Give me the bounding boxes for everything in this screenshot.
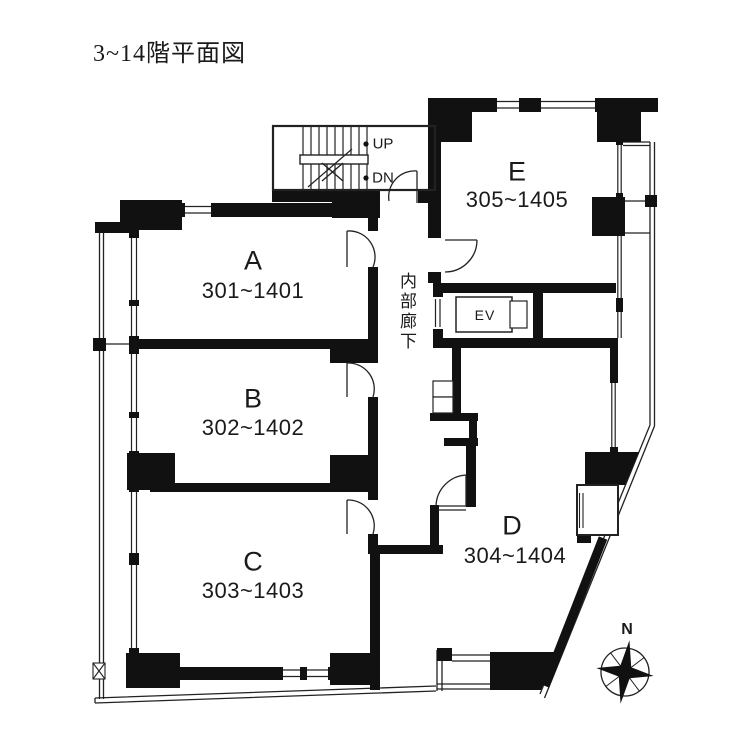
bay-window xyxy=(576,484,619,536)
stairs-up-label: UP xyxy=(372,135,394,153)
door-room-b xyxy=(346,362,375,398)
room-e-letter: E xyxy=(507,156,527,187)
walls xyxy=(93,98,658,690)
room-b-range: 302~1402 xyxy=(201,415,305,440)
room-a-range: 301~1401 xyxy=(201,278,305,303)
door-room-e xyxy=(444,239,478,273)
down-marker-dot xyxy=(363,175,369,181)
windows xyxy=(129,98,623,680)
up-marker-dot xyxy=(363,141,369,147)
room-d-range: 304~1404 xyxy=(463,543,567,568)
elevator-label: EV xyxy=(474,307,496,323)
stairs-down-label: DN xyxy=(372,169,394,187)
room-c-letter: C xyxy=(243,546,263,577)
corridor-label: 内部廊下 xyxy=(397,272,416,352)
doors xyxy=(346,170,478,535)
door-stairs xyxy=(388,170,418,203)
north-label: N xyxy=(621,621,633,638)
page-title: 3~14階平面図 xyxy=(93,41,246,67)
compass-icon xyxy=(596,640,654,704)
door-room-c xyxy=(346,499,375,535)
stairs xyxy=(271,124,437,192)
utility-box xyxy=(92,662,106,680)
left-balcony-railing xyxy=(98,228,129,699)
door-room-a xyxy=(346,230,376,268)
room-c-range: 303~1403 xyxy=(201,578,305,603)
elevator xyxy=(455,296,528,333)
room-b-letter: B xyxy=(243,383,263,414)
pipe-space-boxes xyxy=(432,380,454,414)
room-d-letter: D xyxy=(502,510,522,541)
room-a-letter: A xyxy=(243,245,263,276)
door-room-d xyxy=(435,474,467,511)
room-e-range: 305~1405 xyxy=(465,187,569,212)
